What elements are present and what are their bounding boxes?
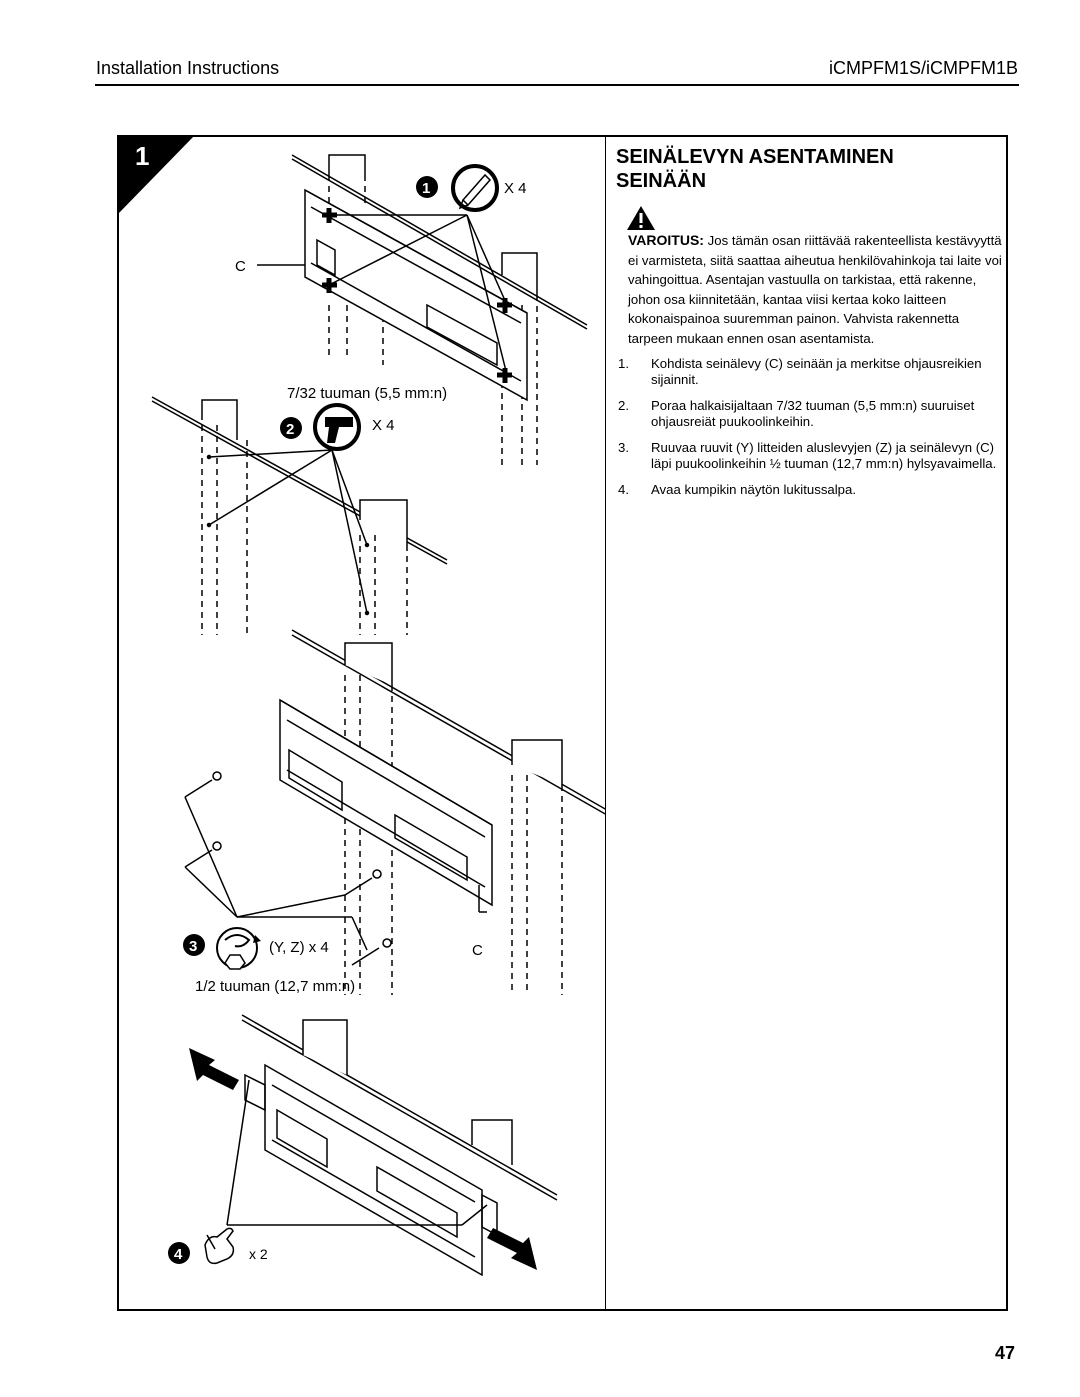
warning-text: Jos tämän osan riittävää rakenteellista … xyxy=(628,233,1002,346)
socket-wrench-icon xyxy=(216,927,261,970)
callout-4-number: 4 xyxy=(174,1246,183,1263)
step-box xyxy=(117,135,1008,1311)
callout-4-badge xyxy=(168,1242,190,1264)
label-c-top: C xyxy=(235,258,246,275)
header-model: iCMPFM1S/iCMPFM1B xyxy=(828,58,1018,78)
list-item-number: 2. xyxy=(618,398,629,413)
stage-3-fasten-plate xyxy=(184,629,606,995)
callout-1-quantity: X 4 xyxy=(504,180,527,197)
list-item: 3. Ruuvaa ruuvit (Y) litteiden aluslevyje… xyxy=(616,440,1006,472)
arrow-left xyxy=(189,1048,239,1090)
callout-4-quantity: x 2 xyxy=(249,1246,268,1262)
callout-2-number: 2 xyxy=(286,421,294,438)
step-title: SEINÄLEVYN ASENTAMINEN SEINÄÄN xyxy=(616,145,1006,193)
list-item-number: 4. xyxy=(618,482,629,497)
callout-1-number: 1 xyxy=(422,180,430,197)
header-rule xyxy=(95,84,1019,86)
list-item: 2. Poraa halkaisijaltaan 7/32 tuuman (5,5… xyxy=(616,398,1006,430)
stage-1-align-plate xyxy=(257,154,588,465)
instruction-list: 1. Kohdista seinälevy (C) seinään ja merk… xyxy=(616,356,1006,498)
hand-icon xyxy=(204,1227,235,1265)
arrow-right xyxy=(487,1228,537,1270)
step-title-line-2: SEINÄÄN xyxy=(616,170,707,192)
list-item-text: Poraa halkaisijaltaan 7/32 tuuman (5,5 m… xyxy=(651,398,975,429)
drill-size-label: 7/32 tuuman (5,5 mm:n) xyxy=(287,385,447,402)
page-number: 47 xyxy=(994,1343,1015,1363)
drill-icon xyxy=(313,403,361,451)
stage-2-drill-holes xyxy=(151,396,448,635)
callout-2-badge xyxy=(280,417,302,439)
warning-label: VAROITUS: xyxy=(628,232,704,248)
installation-illustration: 1 1 X 4 xyxy=(117,135,606,1277)
list-item-text: Kohdista seinälevy (C) seinään ja merkit… xyxy=(651,356,982,387)
list-item-text: Avaa kumpikin näytön lukitussalpa. xyxy=(651,482,857,497)
warning-text-block: VAROITUS: Jos tämän osan riittävää raken… xyxy=(628,231,1006,348)
list-item-text: Ruuvaa ruuvit (Y) litteiden aluslevyjen … xyxy=(651,440,997,471)
list-item-number: 3. xyxy=(618,440,629,455)
label-c-bottom: C xyxy=(472,942,483,959)
warning-icon xyxy=(627,206,655,230)
step-title-line-1: SEINÄLEVYN ASENTAMINEN xyxy=(616,146,894,168)
list-item-number: 1. xyxy=(618,356,629,371)
socket-size-label: 1/2 tuuman (12,7 mm:n) xyxy=(195,978,355,995)
step-number: 1 xyxy=(135,141,149,171)
column-divider xyxy=(605,135,606,1311)
callout-3-badge xyxy=(183,934,205,956)
callout-2-quantity: X 4 xyxy=(372,417,395,434)
list-item: 4. Avaa kumpikin näytön lukitussalpa. xyxy=(616,482,1006,498)
instructions-column: SEINÄLEVYN ASENTAMINEN SEINÄÄN VAROITUS:… xyxy=(616,145,1006,508)
warning-block: VAROITUS: Jos tämän osan riittävää raken… xyxy=(616,205,1006,348)
header-title: Installation Instructions xyxy=(96,58,280,78)
callout-3-number: 3 xyxy=(189,938,197,955)
callout-1-badge xyxy=(416,176,438,198)
step-number-tab xyxy=(117,135,195,215)
callout-3-quantity: (Y, Z) x 4 xyxy=(269,939,329,956)
list-item: 1. Kohdista seinälevy (C) seinään ja merk… xyxy=(616,356,1006,388)
pencil-icon xyxy=(451,164,499,212)
stage-4-open-latches xyxy=(226,1014,558,1277)
